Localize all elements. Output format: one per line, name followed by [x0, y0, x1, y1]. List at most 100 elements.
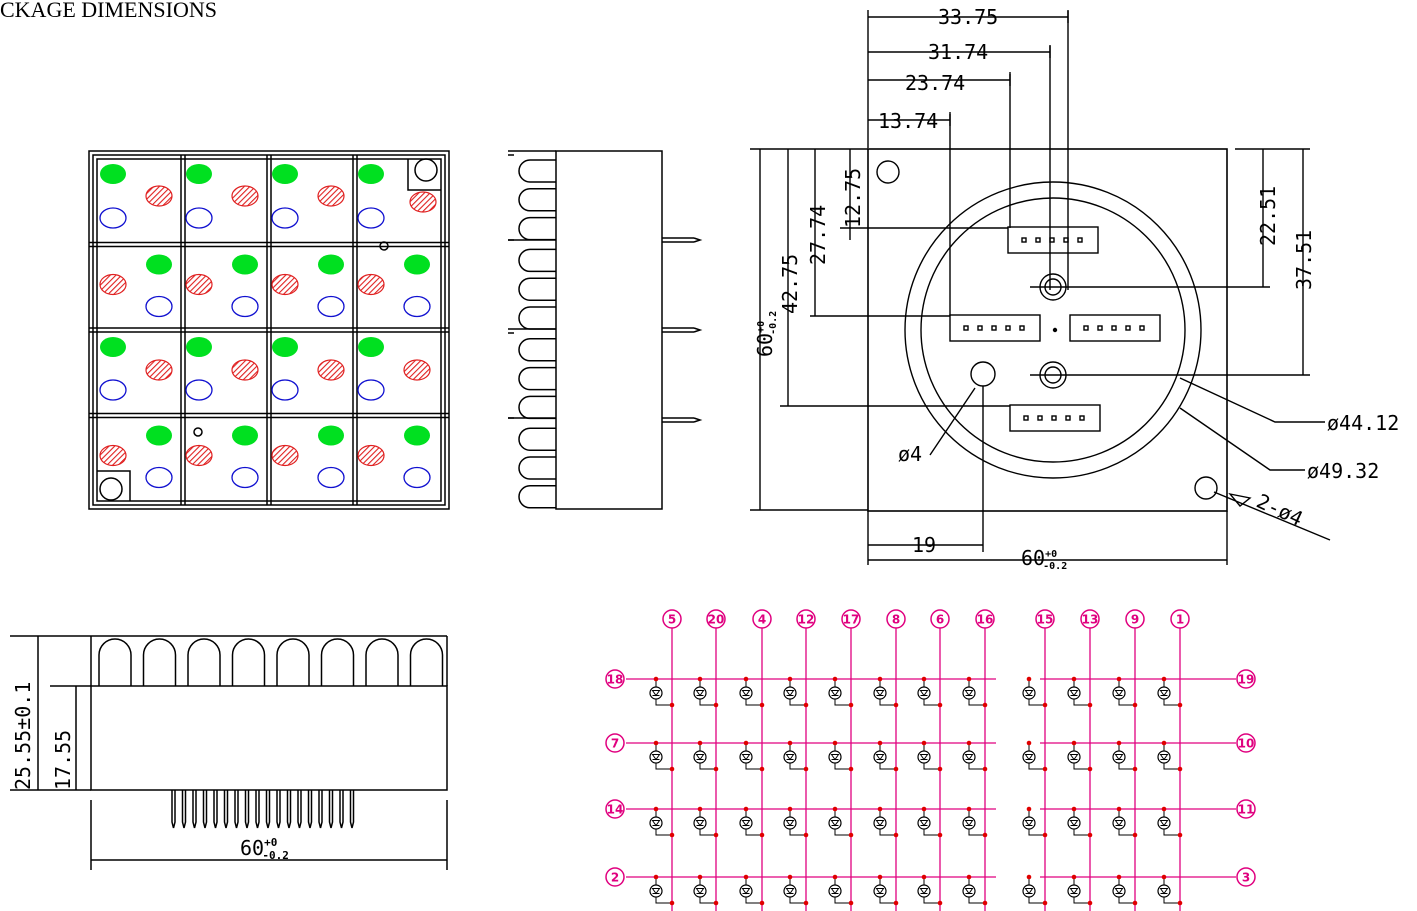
led-green: [232, 254, 258, 275]
led-symbol: [1112, 750, 1126, 764]
led-symbol: [693, 816, 707, 830]
junction-dot: [697, 676, 703, 682]
led-red: [403, 359, 431, 381]
led-symbol: [1067, 816, 1081, 830]
pin-label: 11: [1238, 803, 1255, 817]
junction-dot: [1042, 766, 1048, 772]
led-blue: [145, 295, 173, 318]
ring-outer: [904, 181, 1202, 479]
led-green: [318, 254, 344, 275]
led-red: [145, 185, 173, 207]
junction-dot: [787, 676, 793, 682]
junction-dot: [848, 900, 854, 906]
junction-dot: [1026, 806, 1032, 812]
led-symbol: [783, 816, 797, 830]
junction-dot: [893, 766, 899, 772]
junction-dot: [982, 766, 988, 772]
led-symbol: [649, 816, 663, 830]
led-symbol: [873, 750, 887, 764]
junction-dot: [832, 874, 838, 880]
junction-dot: [1132, 900, 1138, 906]
junction-dot: [713, 832, 719, 838]
junction-dot: [937, 832, 943, 838]
led-blue: [317, 466, 345, 489]
led-green: [146, 425, 172, 446]
junction-dot: [1116, 874, 1122, 880]
junction-dot: [921, 874, 927, 880]
junction-dot: [848, 832, 854, 838]
led-symbol: [693, 686, 707, 700]
front-view: [88, 150, 450, 510]
junction-dot: [937, 702, 943, 708]
led-symbol: [739, 686, 753, 700]
junction-dot: [713, 766, 719, 772]
mount-hole-bottom-right: [1194, 476, 1218, 500]
led-symbol: [1112, 686, 1126, 700]
led-symbol: [739, 816, 753, 830]
led-red: [409, 191, 437, 213]
junction-dot: [669, 702, 675, 708]
junction-dot: [921, 740, 927, 746]
junction-dot: [1161, 676, 1167, 682]
led-red: [99, 273, 127, 296]
junction-dot: [713, 900, 719, 906]
led-red: [271, 273, 299, 296]
led-blue: [403, 295, 431, 318]
led-green: [272, 164, 298, 184]
pin-label: 18: [607, 673, 624, 687]
junction-dot: [1026, 676, 1032, 682]
junction-dot: [893, 900, 899, 906]
led-green: [100, 164, 126, 184]
dim-ring-outer: ø49.32: [1307, 459, 1379, 483]
junction-dot: [832, 740, 838, 746]
dim-ring-inner: ø44.12: [1327, 411, 1399, 435]
junction-dot: [1026, 740, 1032, 746]
dim-19: 19: [912, 533, 936, 557]
pin-label: 19: [1238, 673, 1255, 687]
led-symbol: [962, 686, 976, 700]
dim-60-width: 60+0-0.2: [1021, 546, 1067, 572]
pin-label: 9: [1131, 613, 1139, 627]
led-symbol: [693, 750, 707, 764]
led-symbol: [1067, 686, 1081, 700]
junction-dot: [759, 900, 765, 906]
led-symbol: [873, 884, 887, 898]
junction-dot: [743, 874, 749, 880]
junction-dot: [743, 740, 749, 746]
pin-circle: [605, 669, 625, 689]
led-blue: [317, 295, 345, 318]
junction-dot: [966, 676, 972, 682]
junction-dot: [966, 806, 972, 812]
junction-dot: [1116, 806, 1122, 812]
junction-dot: [787, 874, 793, 880]
led-green: [404, 254, 430, 275]
junction-dot: [1087, 766, 1093, 772]
junction-dot: [877, 874, 883, 880]
pin-label: 6: [936, 613, 944, 627]
led-symbol: [962, 750, 976, 764]
dim-60-height: 60+0-0.2: [753, 311, 779, 357]
junction-dot: [803, 832, 809, 838]
top-view-dimensions: 33.75 31.74 23.74 13.74 12.75 27.74 42.7…: [753, 5, 1399, 572]
junction-dot: [803, 702, 809, 708]
pin-circle: [1236, 867, 1256, 887]
junction-dot: [1177, 900, 1183, 906]
junction-dot: [1116, 740, 1122, 746]
led-symbol: [1157, 750, 1171, 764]
junction-dot: [759, 832, 765, 838]
led-symbol: [1067, 884, 1081, 898]
led-red: [271, 444, 299, 467]
junction-dot: [877, 676, 883, 682]
junction-dot: [697, 806, 703, 812]
junction-dot: [1071, 740, 1077, 746]
junction-dot: [787, 806, 793, 812]
led-symbol: [649, 750, 663, 764]
led-red: [99, 444, 127, 467]
led-green: [404, 425, 430, 446]
pin-label: 12: [798, 613, 815, 627]
side-view-bottom: [10, 635, 448, 870]
junction-dot: [1161, 740, 1167, 746]
led-green: [186, 164, 212, 184]
junction-dot: [713, 702, 719, 708]
